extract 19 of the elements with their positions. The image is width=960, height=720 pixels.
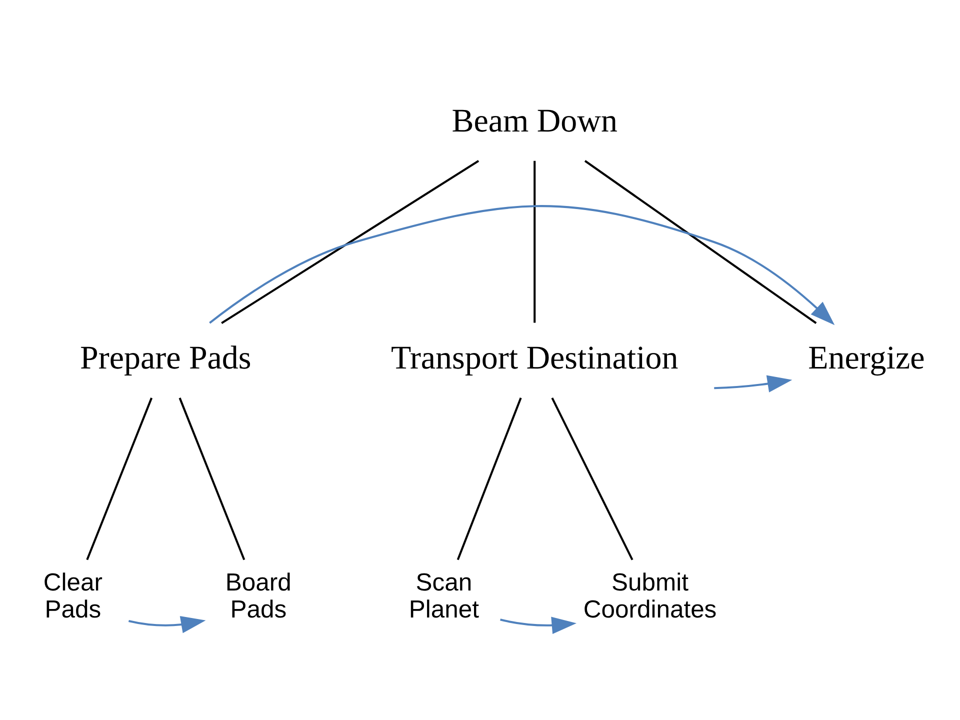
connector bbox=[584, 160, 816, 324]
node-text: Scan Planet bbox=[408, 569, 478, 623]
connector bbox=[178, 397, 245, 560]
connector bbox=[550, 396, 633, 560]
arrow bbox=[714, 374, 792, 392]
arrow bbox=[208, 204, 834, 325]
node-text: Board Pads bbox=[224, 569, 291, 623]
node-text: Energize bbox=[808, 340, 924, 376]
connector bbox=[456, 397, 522, 560]
arrow bbox=[128, 616, 206, 633]
connector bbox=[220, 160, 479, 324]
connector bbox=[86, 397, 152, 560]
node-text: Beam Down bbox=[451, 102, 617, 139]
connector bbox=[533, 160, 536, 322]
node-text: Transport Destination bbox=[390, 340, 678, 376]
arrow bbox=[500, 616, 576, 634]
node-text: Submit Coordinates bbox=[582, 569, 716, 623]
node-text: Prepare Pads bbox=[80, 340, 251, 376]
node-text: Clear Pads bbox=[42, 569, 102, 623]
